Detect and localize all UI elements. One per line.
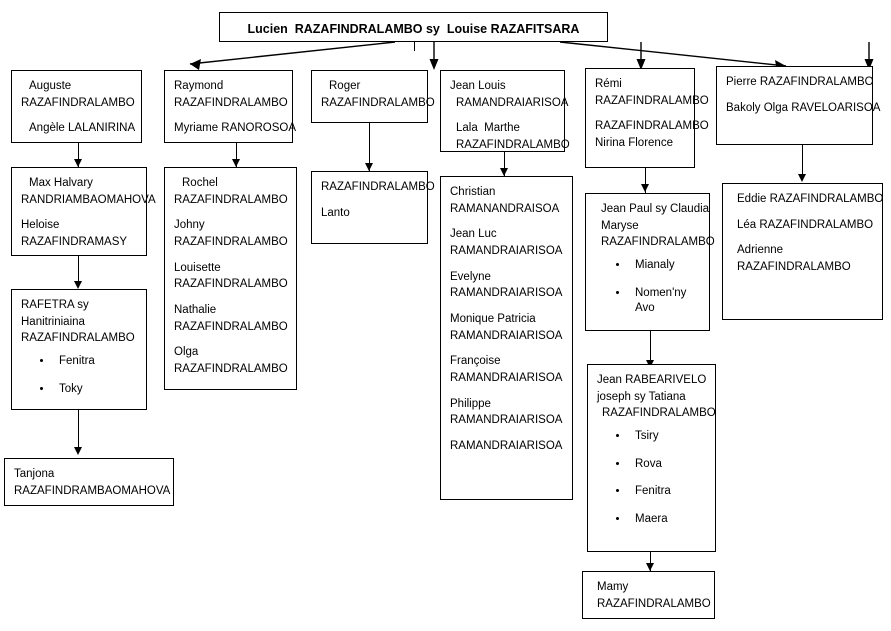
list-item: Fenitra (629, 484, 706, 500)
node-remi[interactable]: Rémi RAZAFINDRALAMBO RAZAFINDRALAMBO Nir… (585, 68, 709, 168)
node-christian[interactable]: Christian RAMANANDRAISOA Jean Luc RAMAND… (440, 176, 573, 500)
arrow-max-to-rafetra (74, 281, 82, 289)
node-auguste[interactable]: Auguste RAZAFINDRALAMBO Angèle LALANIRIN… (11, 70, 142, 143)
christian-person-1: Christian RAMANANDRAISOA (450, 186, 560, 215)
node-raymond[interactable]: Raymond RAZAFINDRALAMBO Myriame RANOROSO… (164, 70, 297, 143)
connector-pierre-to-eddie (802, 145, 804, 177)
list-item: Mianaly (629, 258, 700, 274)
list-item: Tsiry (629, 429, 706, 445)
eddie-person-2: Léa RAZAFINDRALAMBO (737, 218, 874, 231)
connector-auguste-to-max (78, 143, 80, 167)
connector-jeanpaul-to-rabearivelo (650, 331, 652, 364)
node-jean-paul[interactable]: Jean Paul sy Claudia Maryse RAZAFINDRALA… (585, 193, 715, 331)
auguste-couple-2: Angèle LALANIRINA (29, 122, 136, 135)
arrow-jeanlouis-to-christian (500, 168, 508, 176)
connector-remi-to-jeanpaul (645, 168, 647, 193)
rabearivelo-children-list: Tsiry Rova Fenitra Maera (597, 429, 706, 527)
node-eddie[interactable]: Eddie RAZAFINDRALAMBO Léa RAZAFINDRALAMB… (722, 183, 883, 320)
eddie-person-1: Eddie RAZAFINDRALAMBO (737, 193, 884, 205)
connector-root-stub (414, 41, 416, 51)
max-halvary-couple-2: Heloise RAZAFINDRAMASY (21, 219, 128, 249)
connector-max-to-rafetra (78, 256, 80, 283)
connector-rafetra-to-tanjona (78, 410, 80, 450)
christian-person-7: RAMANDRAIARISOA (450, 440, 563, 453)
list-item: Rova (629, 457, 706, 473)
node-max-halvary[interactable]: Max Halvary RANDRIAMBAOMAHOVA Heloise RA… (11, 167, 156, 256)
arrow-rabearivelo-to-mamy (646, 563, 654, 571)
raymond-couple-1: Raymond RAZAFINDRALAMBO (174, 80, 288, 109)
node-rochel[interactable]: Rochel RAZAFINDRALAMBO Johny RAZAFINDRAL… (164, 167, 297, 390)
christian-person-6: Philippe RAMANDRAIARISOA (450, 397, 563, 427)
arrow-rafetra-to-tanjona (74, 447, 82, 455)
node-jean-louis[interactable]: Jean Louis RAMANDRAIARISOA Lala Marthe R… (440, 70, 570, 152)
list-item: Fenitra (53, 354, 137, 370)
connector-rabearivelo-to-mamy (650, 552, 652, 572)
node-rafetra[interactable]: RAFETRA sy Hanitriniaina RAZAFINDRALAMBO… (11, 289, 147, 410)
connector-jeanlouis-to-christian (504, 152, 506, 177)
christian-person-4: Monique Patricia RAMANDRAIARISOA (450, 313, 563, 342)
connector-raymond-to-rochel (236, 143, 238, 167)
auguste-couple-1: Auguste RAZAFINDRALAMBO (21, 80, 135, 109)
node-mamy[interactable]: Mamy RAZAFINDRALAMBO (582, 571, 715, 619)
jean-louis-couple-1: Jean Louis RAMANDRAIARISOA (450, 80, 569, 109)
arrow-roger-to-lanto (365, 163, 373, 171)
pierre-couple-1: Pierre RAZAFINDRALAMBO (726, 76, 874, 88)
lanto-line-2: Lanto (321, 206, 350, 219)
remi-couple-2: RAZAFINDRALAMBO Nirina Florence (595, 120, 709, 150)
rochel-person-1: Rochel RAZAFINDRALAMBO (174, 177, 288, 206)
lanto-line-1: RAZAFINDRALAMBO (321, 181, 435, 193)
node-pierre[interactable]: Pierre RAZAFINDRALAMBO Bakoly Olga RAVEL… (716, 66, 881, 145)
remi-couple-1: Rémi RAZAFINDRALAMBO (595, 78, 709, 107)
arrow-raymond-to-rochel (232, 159, 240, 167)
raymond-couple-2: Myriame RANOROSOA (174, 122, 297, 135)
christian-person-2: Jean Luc RAMANDRAIARISOA (450, 228, 563, 258)
node-root[interactable]: Lucien RAZAFINDRALAMBO sy Louise RAZAFIT… (219, 12, 608, 42)
rochel-person-2: Johny RAZAFINDRALAMBO (174, 219, 288, 249)
rochel-person-3: Louisette RAZAFINDRALAMBO (174, 261, 288, 291)
list-item: Maera (629, 512, 706, 528)
node-jean-rabearivelo[interactable]: Jean RABEARIVELO joseph sy Tatiana RAZAF… (587, 364, 716, 552)
arrow-pierre-to-eddie (798, 174, 806, 182)
rochel-person-5: Olga RAZAFINDRALAMBO (174, 346, 288, 376)
pierre-couple-2: Bakoly Olga RAVELOARISOA (726, 101, 881, 114)
node-lanto[interactable]: RAZAFINDRALAMBO Lanto (311, 171, 435, 244)
list-item: Toky (53, 382, 137, 398)
jean-louis-couple-2: Lala Marthe RAZAFINDRALAMBO (456, 122, 570, 152)
rafetra-children-list: Fenitra Toky (21, 354, 137, 397)
node-roger[interactable]: Roger RAZAFINDRALAMBO (311, 70, 435, 123)
rochel-person-4: Nathalie RAZAFINDRALAMBO (174, 304, 288, 333)
max-halvary-couple-1: Max Halvary RANDRIAMBAOMAHOVA (21, 177, 156, 206)
arrow-remi-to-jeanpaul (641, 184, 649, 192)
christian-person-5: Françoise RAMANDRAIARISOA (450, 355, 563, 385)
christian-person-3: Evelyne RAMANDRAIARISOA (450, 270, 563, 300)
node-tanjona[interactable]: Tanjona RAZAFINDRAMBAOMAHOVA (4, 458, 174, 506)
connector-roger-to-lanto (369, 123, 371, 171)
eddie-person-3: Adrienne RAZAFINDRALAMBO (737, 244, 851, 274)
jean-paul-children-list: Mianaly Nomen'ny Avo (595, 258, 700, 317)
root-label: Lucien RAZAFINDRALAMBO sy Louise RAZAFIT… (247, 22, 580, 36)
arrow-auguste-to-max (74, 159, 82, 167)
list-item: Nomen'ny Avo (629, 286, 700, 317)
